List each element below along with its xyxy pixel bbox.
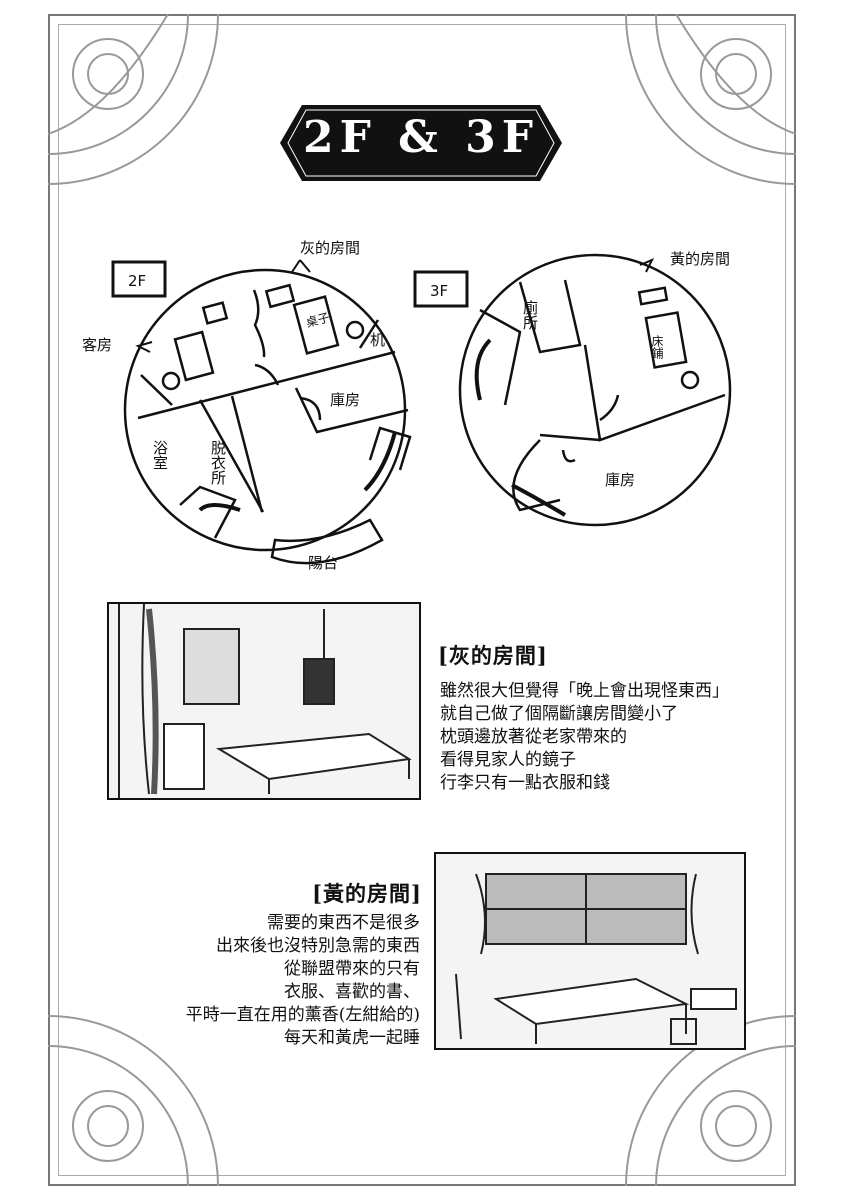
description-line: 枕頭邊放著從老家帶來的 [440,727,627,747]
room-balcony: 陽台 [308,554,338,572]
page-border [48,14,796,1186]
description-line: 雖然很大但覺得「晚上會出現怪東西」 [440,681,729,701]
ornament-top-right [625,14,796,185]
ornament-bottom-right [625,1015,796,1186]
description-line: 從聯盟帶來的只有 [284,959,420,979]
page-border-inner [58,24,786,1176]
description-line: 就自己做了個隔斷讓房間變小了 [440,704,678,724]
description-line: 出來後也沒特別急需的東西 [216,936,420,956]
label-2f: 2F [128,272,146,290]
label-3f: 3F [430,282,448,300]
room-desk: 桌子 [304,310,331,330]
label-box-3f [413,270,469,308]
room-bed: 床鋪 [650,335,664,360]
description-line: 行李只有一點衣服和錢 [440,773,610,793]
description-line: 看得見家人的鏡子 [440,750,576,770]
gray-room-description: 雖然很大但覺得「晚上會出現怪東西」 就自己做了個隔斷讓房間變小了 枕頭邊放著從老… [440,680,729,795]
room-storage-2f: 庫房 [330,391,360,409]
room-toilet: 廁所 [521,299,539,330]
gray-room-illustration [107,602,421,800]
yellow-room-illustration [434,852,746,1050]
description-line: 需要的東西不是很多 [267,913,420,933]
title-banner [280,105,562,181]
yellow-room-heading: [黃的房間] [312,881,422,906]
room-bathroom: 浴室 [151,440,169,470]
room-guest-room: 客房 [82,336,112,354]
yellow-room-description: 需要的東西不是很多 出來後也沒特別急需的東西 從聯盟帶來的只有 衣服、喜歡的書、… [186,912,420,1050]
page-title: 2F & 3F [302,112,540,163]
description-line: 每天和黃虎一起睡 [284,1028,420,1048]
ornament-bottom-left [48,1015,219,1186]
description-line: 平時一直在用的薰香(左紺給的) [185,1005,420,1025]
room-yellow-room: 黃的房間 [670,250,730,268]
room-dressing-room: 脱衣所 [209,440,227,485]
room-machine: 机 [370,331,385,349]
room-storage-3f: 庫房 [605,471,635,489]
label-box-2f [111,260,167,298]
floor-plans: 2F 灰的房間 客房 桌子 机 庫房 浴室 脱衣所 陽台 3F 黃的房間 廁所 … [82,239,732,572]
room-gray-room: 灰的房間 [300,239,360,257]
plan-3f-circle [458,253,732,527]
ornament-top-left [48,14,219,185]
description-line: 衣服、喜歡的書、 [284,982,420,1002]
gray-room-heading: [灰的房間] [438,643,548,668]
